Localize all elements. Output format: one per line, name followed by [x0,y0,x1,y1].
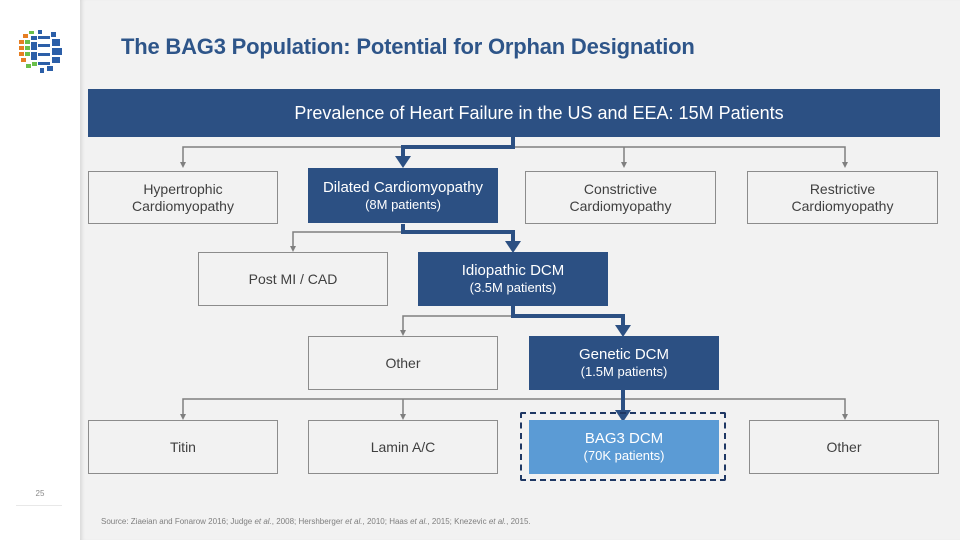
node-post-mi-cad: Post MI / CAD [198,252,388,306]
node-lamin-ac: Lamin A/C [308,420,498,474]
node-label: Other [385,354,421,371]
node-label: Titin [170,438,196,455]
node-constrictive-cardiomyopathy: Constrictive Cardiomyopathy [525,171,716,224]
node-label: Constrictive [583,180,658,197]
source-text: , 2015. [506,517,531,526]
root-node-heart-failure: Prevalence of Heart Failure in the US an… [88,89,940,137]
node-bag3-dcm: BAG3 DCM (70K patients) [529,420,719,474]
slide-sidebar: 25 [0,0,80,540]
source-text: Source: Ziaeian and Fonarow 2016; Judge [101,517,255,526]
node-idiopathic-dcm: Idiopathic DCM (3.5M patients) [418,252,608,306]
node-hypertrophic-cardiomyopathy: Hypertrophic Cardiomyopathy [88,171,278,224]
node-label-line2: Cardiomyopathy [791,197,894,214]
source-citation: Source: Ziaeian and Fonarow 2016; Judge … [101,517,531,526]
source-text: , 2008; Hershberger [271,517,346,526]
node-label: Hypertrophic [143,180,223,197]
node-genetic-dcm: Genetic DCM (1.5M patients) [529,336,719,390]
node-label: Post MI / CAD [248,270,338,287]
source-etal: et al. [488,517,507,526]
page-number: 25 [35,489,45,498]
source-etal: et al. [345,517,363,526]
node-patient-count: (1.5M patients) [580,364,668,379]
node-patient-count: (3.5M patients) [469,280,557,295]
node-patient-count: (70K patients) [583,448,665,463]
node-other-idiopathic: Other [308,336,498,390]
node-label: Idiopathic DCM [461,262,565,279]
source-etal: et al. [254,517,272,526]
globe-logo-icon [18,28,64,74]
node-patient-count: (8M patients) [365,196,441,212]
node-label: BAG3 DCM [584,430,664,447]
slide-title: The BAG3 Population: Potential for Orpha… [121,34,695,59]
node-other-genetic: Other [749,420,939,474]
node-dilated-cardiomyopathy: Dilated Cardiomyopathy (8M patients) [308,168,498,223]
focus-dashed-outline [520,412,726,481]
node-restrictive-cardiomyopathy: Restrictive Cardiomyopathy [747,171,938,224]
node-label: Other [826,438,862,455]
node-titin: Titin [88,420,278,474]
page-divider [16,505,62,506]
node-label-line2: Cardiomyopathy [569,197,672,214]
source-text: , 2010; Haas [362,517,411,526]
root-node-label: Prevalence of Heart Failure in the US an… [294,102,784,123]
node-label: Dilated Cardiomyopathy [322,178,484,196]
node-label: Lamin A/C [370,438,436,455]
node-label: Restrictive [809,180,876,197]
node-label-line2: Cardiomyopathy [132,197,234,214]
node-label: Genetic DCM [578,346,670,363]
source-text: , 2015; Knezevic [427,517,489,526]
source-etal: et al. [410,517,428,526]
